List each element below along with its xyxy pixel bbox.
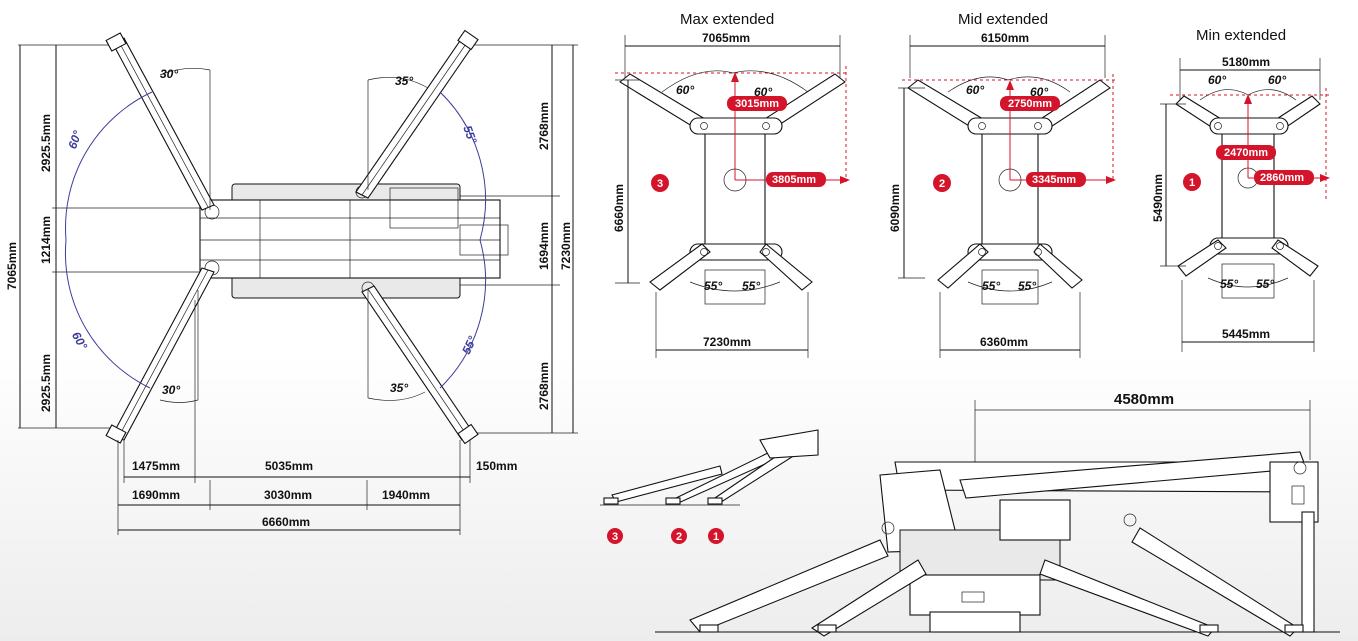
dim-bottom-width: 6360mm bbox=[980, 335, 1028, 349]
dim-bottom-5035: 5035mm bbox=[265, 459, 313, 473]
outrigger-leg-bottom-left bbox=[105, 267, 215, 444]
config-badge: 1 bbox=[1189, 177, 1195, 189]
reach-vertical-pill: 2750mm bbox=[1008, 98, 1052, 110]
angle-bottom-right: 55° bbox=[1018, 279, 1036, 293]
dim-left-lower: 2925.5mm bbox=[39, 354, 53, 412]
angle-bottom-left: 55° bbox=[982, 279, 1000, 293]
outrigger-leg-bottom-right bbox=[361, 285, 479, 445]
config-badge: 2 bbox=[939, 178, 945, 190]
outrigger-positions-sideview: 3 2 1 bbox=[600, 429, 819, 544]
angle-top-right: 60° bbox=[754, 85, 772, 99]
position-badge-3: 3 bbox=[612, 531, 618, 543]
config-badge: 3 bbox=[657, 178, 663, 190]
dim-right-upper: 2768mm bbox=[537, 102, 551, 150]
angle-blue-left-bottom: 60° bbox=[69, 329, 90, 352]
reach-horizontal-pill: 2860mm bbox=[1260, 172, 1304, 184]
angle-bottom-right: 55° bbox=[1256, 277, 1274, 291]
angle-top-right: 35° bbox=[395, 74, 413, 88]
config-title: Mid extended bbox=[958, 11, 1048, 28]
config-mid-extended: Mid extended 6150mm 60° 60° 55° 55° 6090… bbox=[888, 11, 1118, 358]
side-width-dim: 4580mm bbox=[1114, 391, 1174, 408]
plan-view: 30° 35° 30° 35° 60° 60° 55° 55° 7065mm 2… bbox=[5, 29, 578, 535]
config-title: Max extended bbox=[680, 11, 774, 28]
machine-side-view: 4580mm bbox=[655, 391, 1340, 637]
outrigger-leg-top-left bbox=[105, 32, 215, 211]
dim-bottom-3030: 3030mm bbox=[264, 488, 312, 502]
outrigger-leg-top-right bbox=[355, 29, 479, 199]
position-badge-1: 1 bbox=[713, 531, 719, 543]
angle-top-left: 60° bbox=[966, 83, 984, 97]
dim-bottom-150: 150mm bbox=[476, 459, 517, 473]
dim-bottom-1690: 1690mm bbox=[132, 488, 180, 502]
angle-bottom-left: 30° bbox=[162, 383, 180, 397]
config-min-extended: Min extended 5180mm 60° 60° 55° 55° 5490… bbox=[1151, 27, 1332, 352]
reach-vertical-pill: 3015mm bbox=[735, 98, 779, 110]
dim-bottom-1940: 1940mm bbox=[382, 488, 430, 502]
angle-top-left: 30° bbox=[160, 67, 178, 81]
dim-right-overall: 7230mm bbox=[559, 222, 573, 270]
reach-vertical-pill: 2470mm bbox=[1224, 147, 1268, 159]
config-title: Min extended bbox=[1196, 27, 1286, 44]
dim-left-overall: 7065mm bbox=[5, 242, 19, 290]
dim-height: 6090mm bbox=[888, 184, 902, 232]
angle-bottom-right: 35° bbox=[390, 381, 408, 395]
angle-top-left: 60° bbox=[676, 83, 694, 97]
dim-left-upper: 2925.5mm bbox=[39, 114, 53, 172]
dim-bottom-6660: 6660mm bbox=[262, 515, 310, 529]
angle-bottom-right: 55° bbox=[742, 279, 760, 293]
dim-right-middle: 1694mm bbox=[537, 222, 551, 270]
dim-left-middle: 1214mm bbox=[39, 216, 53, 264]
angle-top-right: 60° bbox=[1268, 73, 1286, 87]
config-max-extended: Max extended 7065mm 60° 60° 55° 55° 6660… bbox=[612, 11, 850, 358]
angle-bottom-left: 55° bbox=[1220, 277, 1238, 291]
dim-bottom-width: 5445mm bbox=[1222, 327, 1270, 341]
dim-top-width: 6150mm bbox=[981, 31, 1029, 45]
dim-bottom-1475: 1475mm bbox=[132, 459, 180, 473]
angle-bottom-left: 55° bbox=[704, 279, 722, 293]
dim-top-width: 5180mm bbox=[1222, 55, 1270, 69]
dim-right-lower: 2768mm bbox=[537, 362, 551, 410]
position-badge-2: 2 bbox=[676, 531, 682, 543]
angle-blue-left-top: 60° bbox=[65, 129, 84, 151]
angle-blue-right-top: 55° bbox=[460, 124, 479, 146]
reach-horizontal-pill: 3805mm bbox=[772, 174, 816, 186]
dim-top-width: 7065mm bbox=[702, 31, 750, 45]
dim-height: 6660mm bbox=[612, 184, 626, 232]
angle-blue-right-bottom: 55° bbox=[459, 334, 479, 357]
angle-top-left: 60° bbox=[1208, 73, 1226, 87]
dim-bottom-width: 7230mm bbox=[703, 335, 751, 349]
reach-horizontal-pill: 3345mm bbox=[1032, 174, 1076, 186]
angle-top-right: 60° bbox=[1030, 85, 1048, 99]
dim-height: 5490mm bbox=[1151, 174, 1165, 222]
